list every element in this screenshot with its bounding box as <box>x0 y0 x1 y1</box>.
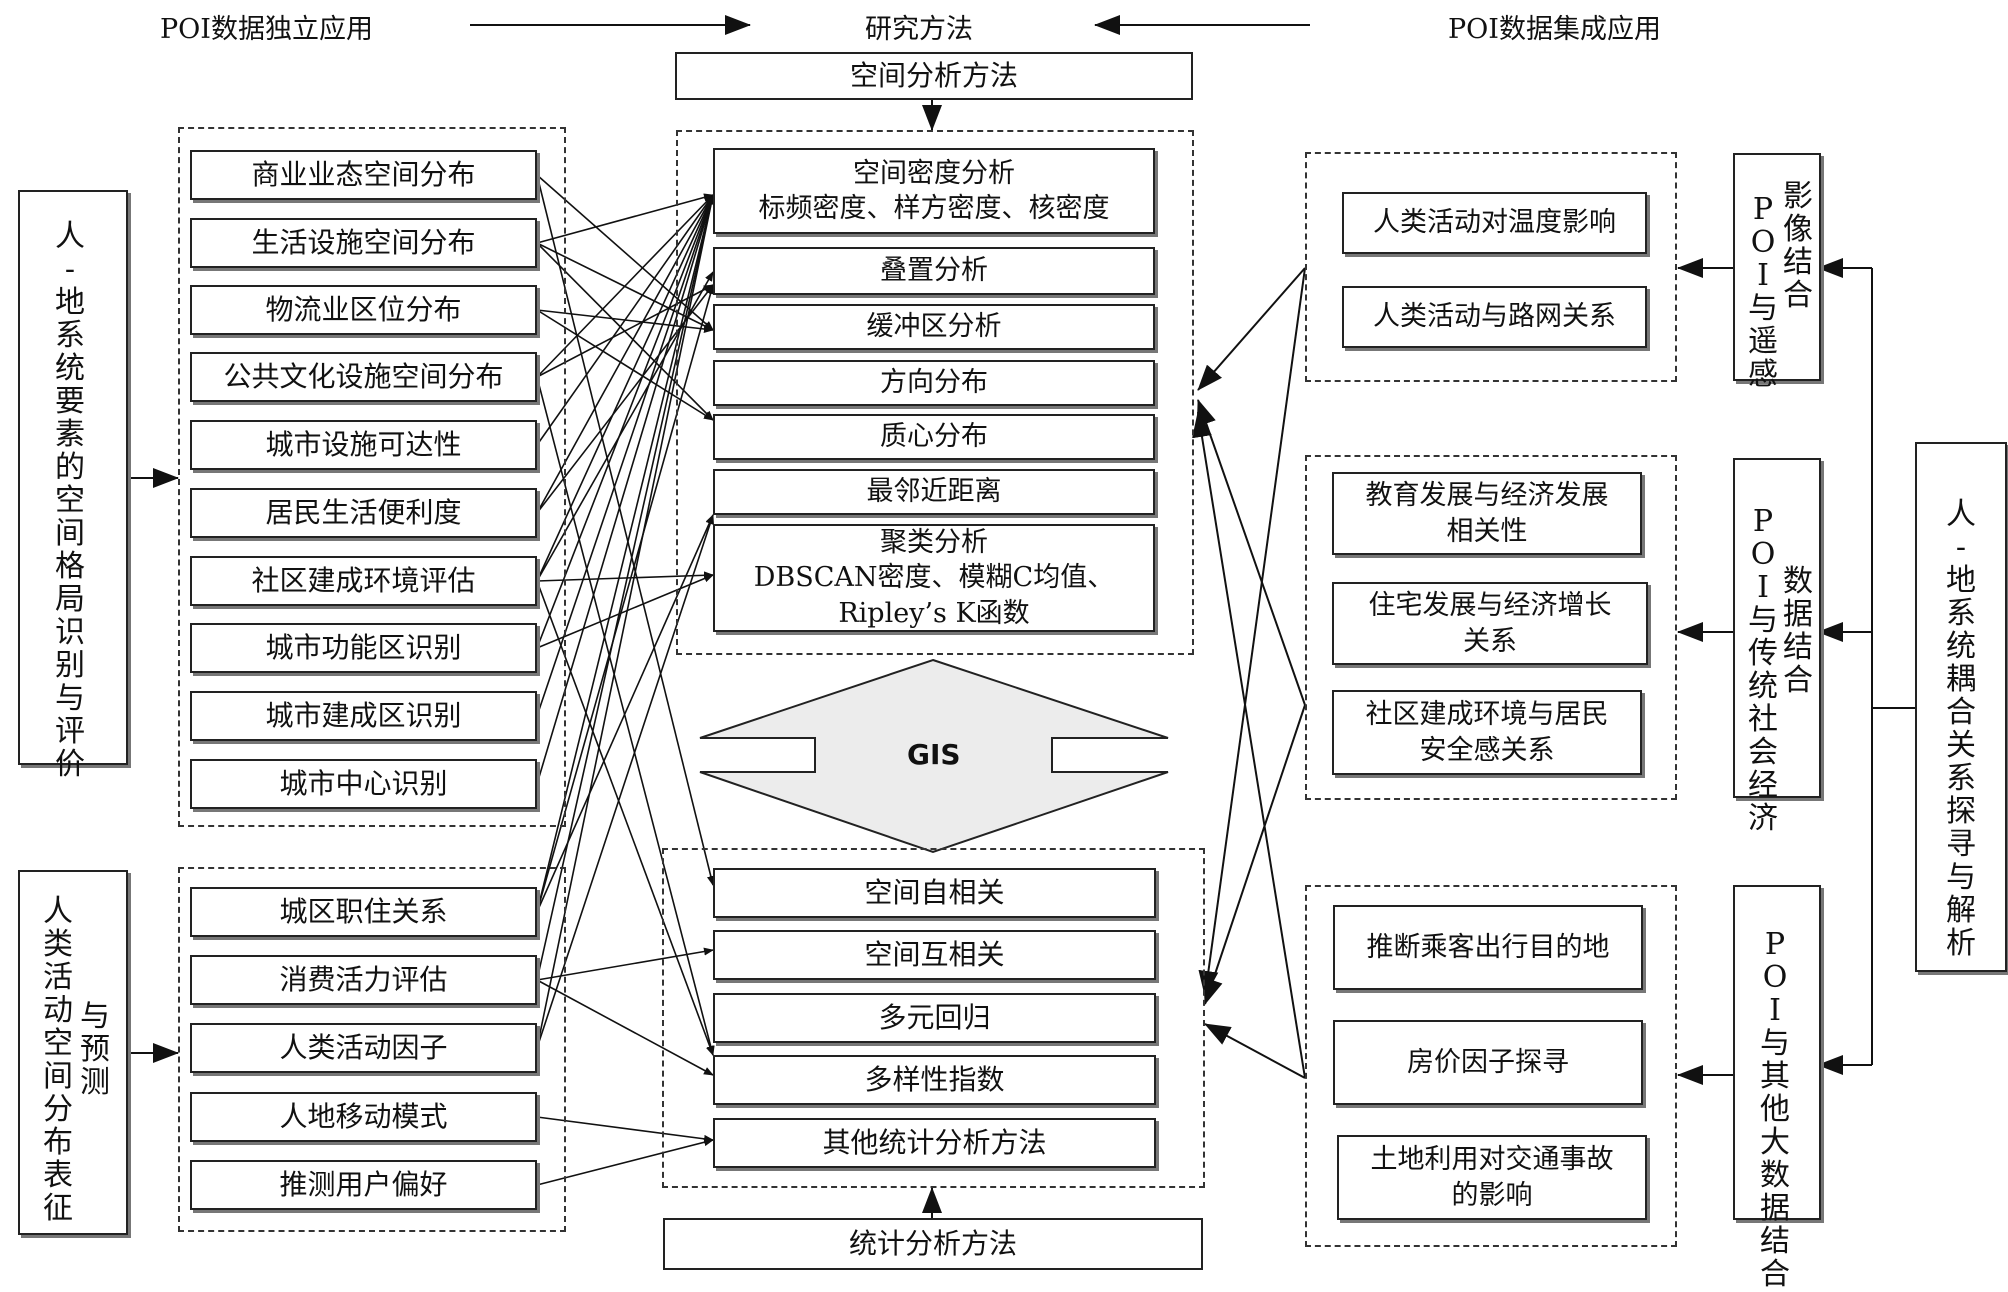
group1-panel <box>178 127 566 827</box>
spatial-methods-title: 空间分析方法 <box>675 52 1193 100</box>
right-panel-1 <box>1305 152 1677 382</box>
spatial-panel <box>676 130 1194 655</box>
integrated-item: 社区建成环境与居民 安全感关系 <box>1332 690 1642 775</box>
integrated-item: 土地利用对交通事故 的影响 <box>1337 1135 1647 1220</box>
spatial-method-item: 缓冲区分析 <box>713 304 1155 350</box>
spatial-method-item: 最邻近距离 <box>713 469 1155 515</box>
statistical-methods-title: 统计分析方法 <box>663 1218 1203 1270</box>
gis-double-arrow <box>699 658 1169 854</box>
spatial-method-item: 质心分布 <box>713 414 1155 460</box>
integrated-item: 教育发展与经济发展 相关性 <box>1332 472 1642 555</box>
group1-title: 人-地系统要素的空间格局识别与评价 <box>55 219 85 782</box>
independent-item: 城市建成区识别 <box>190 691 537 741</box>
right-label-box-3 <box>1733 885 1821 1220</box>
activity-item: 城区职住关系 <box>190 887 537 937</box>
group2-title-b: 与预测 <box>80 999 110 1100</box>
right-label-box-1 <box>1733 153 1821 381</box>
independent-item: 商业业态空间分布 <box>190 150 537 200</box>
header-left: POI数据独立应用 <box>160 14 373 45</box>
stat-method-item: 多样性指数 <box>713 1055 1156 1105</box>
independent-item: 城市中心识别 <box>190 759 537 809</box>
integrated-item: 推断乘客出行目的地 <box>1333 905 1643 990</box>
header-right: POI数据集成应用 <box>1448 14 1661 45</box>
integrated-item: 人类活动对温度影响 <box>1342 192 1647 254</box>
right-panel-3 <box>1305 885 1677 1247</box>
right-main-title: 人-地系统耦合关系探寻与解析 <box>1946 497 1976 961</box>
gis-label: GIS <box>907 738 961 771</box>
stat-method-item: 多元回归 <box>713 993 1156 1043</box>
independent-item: 城市功能区识别 <box>190 623 537 673</box>
spatial-method-item: 空间密度分析 标频密度、样方密度、核密度 <box>713 148 1155 234</box>
group2-panel <box>178 867 566 1232</box>
independent-item: 物流业区位分布 <box>190 285 537 335</box>
activity-item: 人类活动因子 <box>190 1023 537 1073</box>
integrated-item: 住宅发展与经济增长 关系 <box>1332 582 1648 665</box>
spatial-method-item: 聚类分析 DBSCAN密度、模糊C均值、 Ripley’s K函数 <box>713 524 1155 632</box>
integrated-item: 人类活动与路网关系 <box>1342 286 1647 348</box>
header-center: 研究方法 <box>865 14 973 45</box>
stat-method-item: 空间互相关 <box>713 930 1156 980</box>
activity-item: 推测用户偏好 <box>190 1160 537 1210</box>
stat-method-item: 其他统计分析方法 <box>713 1118 1156 1168</box>
activity-item: 人地移动模式 <box>190 1092 537 1142</box>
independent-item: 生活设施空间分布 <box>190 218 537 268</box>
right-label-2a: 数据结合 <box>1783 564 1813 698</box>
independent-item: 公共文化设施空间分布 <box>190 352 537 402</box>
independent-item: 居民生活便利度 <box>190 488 537 538</box>
right-label-box-2 <box>1733 458 1821 798</box>
group2-title-box <box>18 870 128 1235</box>
right-panel-2 <box>1305 455 1677 800</box>
integrated-item: 房价因子探寻 <box>1333 1020 1643 1105</box>
stat-panel <box>662 848 1205 1188</box>
right-label-1a: 影像结合 <box>1783 179 1813 313</box>
spatial-method-item: 方向分布 <box>713 360 1155 406</box>
independent-item: 城市设施可达性 <box>190 420 537 470</box>
stat-method-item: 空间自相关 <box>713 868 1156 918</box>
spatial-method-item: 叠置分析 <box>713 247 1155 295</box>
activity-item: 消费活力评估 <box>190 955 537 1005</box>
right-main-title-box <box>1915 442 2007 972</box>
group2-title-a: 人类活动空间分布表征 <box>43 894 73 1226</box>
independent-item: 社区建成环境评估 <box>190 556 537 606</box>
group1-title-box <box>18 190 128 765</box>
